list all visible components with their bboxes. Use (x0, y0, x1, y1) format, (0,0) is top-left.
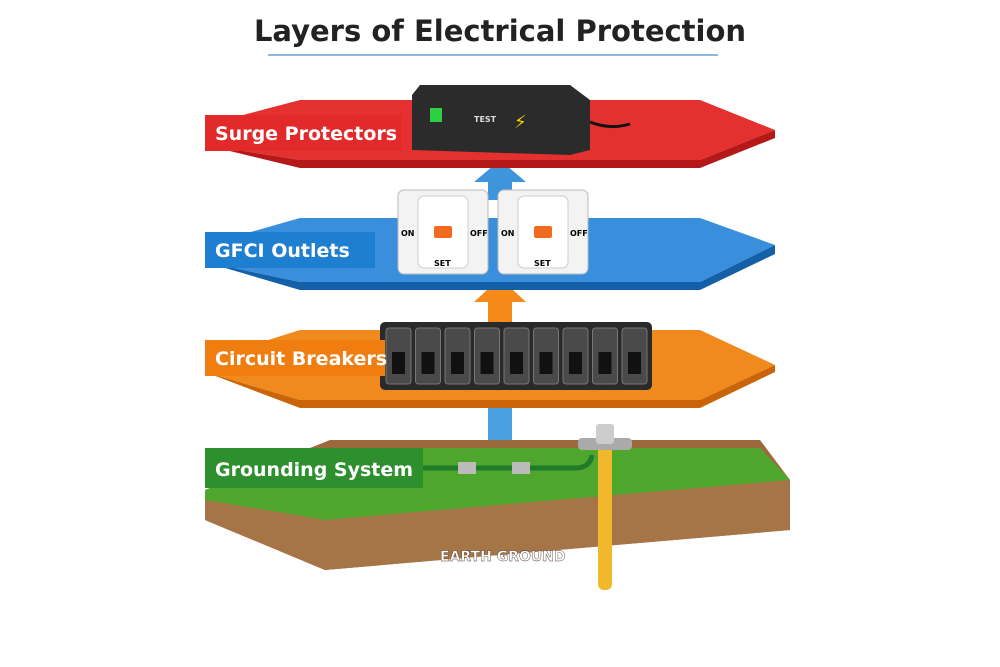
svg-text:Surge Protectors: Surge Protectors (215, 123, 397, 145)
gfci-outlet: ON OFF SET (397, 189, 489, 275)
layer-label-grounding: Grounding System (205, 448, 423, 488)
layer-label-surge: Surge Protectors (205, 115, 401, 151)
title-underline (268, 54, 718, 56)
svg-text:SET: SET (534, 259, 551, 268)
ground-rod (598, 440, 612, 590)
svg-text:ON: ON (401, 229, 415, 238)
breaker-toggle (628, 352, 641, 374)
breaker-toggle (598, 352, 612, 374)
svg-text:OFF: OFF (470, 229, 488, 238)
svg-text:Grounding System: Grounding System (215, 459, 413, 481)
breaker-toggle (480, 352, 494, 374)
gfci-outlet: ON OFF SET (497, 189, 589, 275)
arrow-up-icon (474, 278, 526, 322)
layer-label-breakers: Circuit Breakers (205, 340, 387, 376)
svg-text:SET: SET (434, 259, 451, 268)
surge-protector: TEST ⚡ (412, 85, 631, 155)
svg-text:ON: ON (501, 229, 515, 238)
breaker-toggle (510, 352, 523, 374)
earth-ground-label: EARTH GROUND (440, 549, 566, 565)
layer-label-gfci: GFCI Outlets (205, 232, 375, 268)
breaker-toggle (539, 352, 553, 374)
breaker-toggle (569, 352, 582, 374)
page-title: Layers of Electrical Protection (253, 14, 747, 48)
svg-text:Circuit Breakers: Circuit Breakers (215, 348, 387, 370)
breaker-toggle (421, 352, 435, 374)
lightning-icon: ⚡ (514, 112, 527, 133)
breaker-toggle (392, 352, 405, 374)
power-indicator (430, 108, 442, 122)
breaker-toggle (451, 352, 464, 374)
svg-text:TEST: TEST (474, 115, 497, 124)
arrow-up-icon (474, 160, 526, 200)
svg-text:GFCI Outlets: GFCI Outlets (215, 240, 350, 262)
svg-text:OFF: OFF (570, 229, 588, 238)
